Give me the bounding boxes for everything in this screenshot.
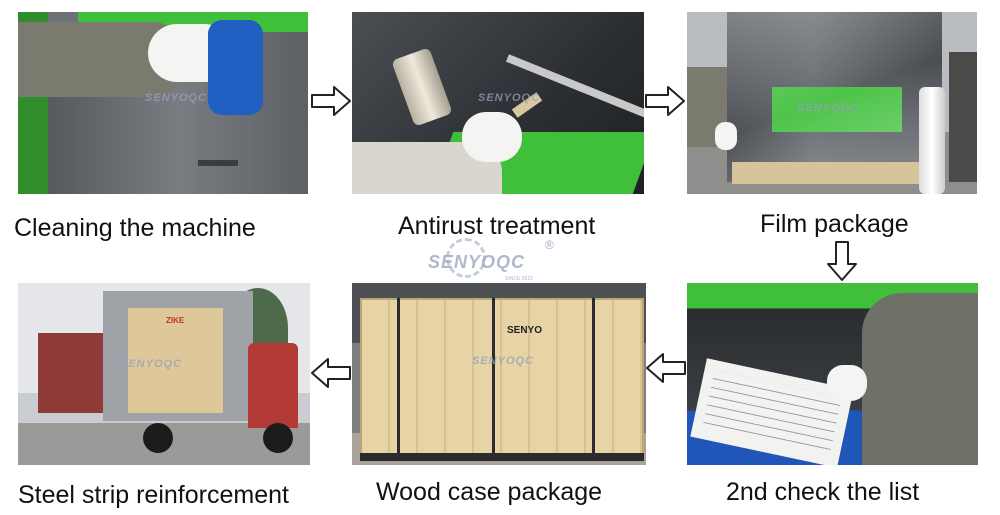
stretch-film — [727, 12, 942, 182]
photo-watermark: SENYOQC — [797, 102, 860, 114]
photo-watermark: SENYOQC — [478, 92, 541, 104]
arrow-right-icon — [645, 86, 685, 116]
watermark-gear-icon — [446, 238, 486, 278]
photo-watermark: SENYOQC — [120, 358, 183, 370]
truck-wheel — [263, 423, 293, 453]
steel-strap — [592, 298, 595, 455]
registered-mark: ® — [545, 238, 554, 252]
caption-check-list: 2nd check the list — [726, 478, 920, 506]
photo-antirust-treatment — [352, 12, 644, 194]
white-glove — [827, 365, 867, 401]
photo-wood-case: SENYO — [352, 283, 646, 465]
caption-antirust-treatment: Antirust treatment — [398, 212, 596, 240]
truck-wheel — [143, 423, 173, 453]
wood-pallet — [732, 162, 942, 184]
white-glove — [462, 112, 522, 162]
center-watermark: SENYOQC — [428, 252, 526, 272]
film-roll — [919, 87, 945, 194]
photo-film-package — [687, 12, 977, 194]
caption-film-package: Film package — [760, 210, 909, 238]
photo-cleaning-machine — [18, 12, 308, 194]
truck-cab — [248, 343, 298, 428]
steel-strap — [492, 298, 495, 455]
watermark-tagline: SINCE 2010 — [505, 276, 533, 282]
worker-body — [862, 293, 978, 465]
arrow-left-icon — [646, 353, 686, 383]
caption-wood-case: Wood case package — [376, 478, 603, 506]
photo-container-truck: ZIKE — [18, 283, 310, 465]
photo-watermark: SENYOQC — [145, 92, 208, 104]
wood-crate — [360, 298, 644, 457]
worker-right — [949, 52, 977, 182]
machine-slot — [198, 160, 238, 166]
arrow-down-icon — [827, 241, 857, 281]
white-glove — [715, 122, 737, 150]
crate-base — [360, 453, 644, 461]
arrow-right-icon — [311, 86, 351, 116]
steel-strap — [397, 298, 400, 455]
caption-cleaning-machine: Cleaning the machine — [14, 214, 256, 242]
photo-watermark: SENYOQC — [472, 355, 535, 367]
photo-check-list — [687, 283, 978, 465]
container-cargo — [128, 308, 223, 413]
caption-steel-strip: Steel strip reinforcement — [18, 481, 289, 509]
crate-label: SENYO — [507, 325, 543, 336]
machine-green-panel — [772, 87, 902, 132]
container-label: ZIKE — [166, 316, 185, 325]
blue-cloth — [208, 20, 263, 115]
arrow-left-icon — [311, 358, 351, 388]
